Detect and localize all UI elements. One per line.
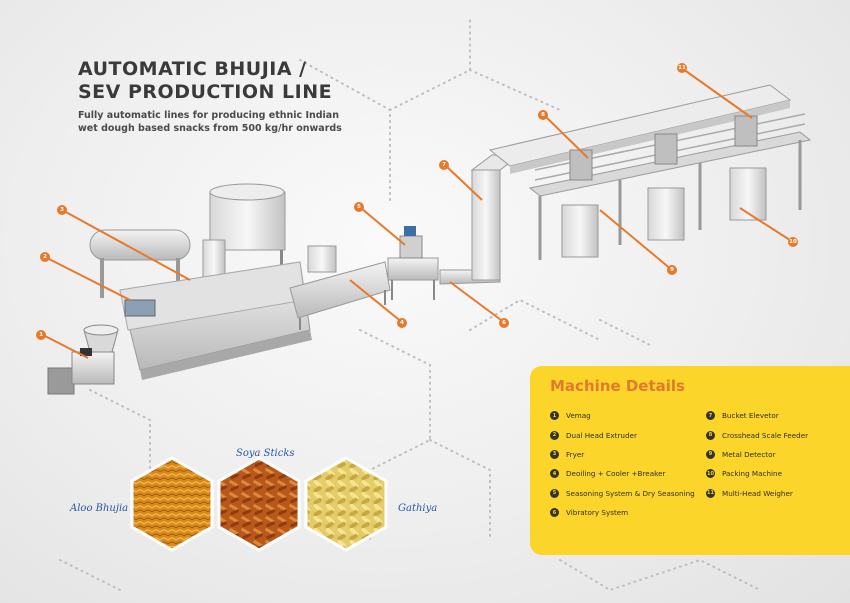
machine-item: 9 Metal Detector [706,445,808,464]
machine-number: 10 [706,469,715,479]
machine-list-right: 7 Bucket Elevetor 8 Crosshead Scale Feeder… [706,406,808,503]
machine-number: 1 [550,411,559,421]
machine-item: 1 Vemag [550,406,695,425]
gathiya-label: Gathiya [398,503,438,514]
machine-number: 5 [550,488,559,498]
machine-number: 2 [550,430,559,440]
fryer-machine [89,183,312,380]
callout-1: 1 [36,330,46,340]
machine-label: Metal Detector [722,449,776,459]
machine-label: Deoiling + Cooler +Breaker [566,469,666,479]
callout-4: 4 [397,318,407,328]
machine-number: 11 [706,488,715,498]
machine-details-heading: Machine Details [550,377,685,395]
machine-item: 6 Vibratory System [550,503,695,522]
callout-7: 7 [439,160,449,170]
callout-leader-lines [44,68,794,359]
packing-platform [528,113,812,260]
machine-label: Seasoning System & Dry Seasoning [566,488,695,498]
callout-3: 3 [57,205,67,215]
machine-label: Multi-Head Weigher [722,488,793,498]
machine-item: 7 Bucket Elevetor [706,406,808,425]
callout-9: 9 [667,265,677,275]
machine-item: 2 Dual Head Extruder [550,425,695,444]
seasoning-machine [387,226,439,300]
machine-number: 8 [706,430,715,440]
gathiya-image [304,456,388,552]
machine-label: Dual Head Extruder [566,430,637,440]
machine-item: 5 Seasoning System & Dry Seasoning [550,484,695,503]
title-line-2: SEV PRODUCTION LINE [78,81,333,103]
soya-sticks-label: Soya Sticks [236,448,295,459]
callout-10: 10 [788,237,798,247]
subtitle-line-2: wet dough based snacks from 500 kg/hr on… [78,123,342,134]
machine-label: Vibratory System [566,508,629,518]
callout-6: 6 [499,318,509,328]
soya-sticks-image [217,456,301,552]
machine-label: Packing Machine [722,469,783,479]
vemag-machine [47,324,119,395]
callout-5: 5 [354,202,364,212]
machine-item: 11 Multi-Head Weigher [706,484,808,503]
page-subtitle: Fully automatic lines for producing ethn… [78,109,378,135]
machine-label: Fryer [566,449,585,459]
machine-list-left: 1 Vemag 2 Dual Head Extruder 3 Fryer 4 Deoil… [550,406,695,522]
machine-details-panel: Machine Details 1 Vemag 2 Dual Head Extrud… [530,366,850,555]
machine-number: 4 [550,469,559,479]
aloo-bhujia-label: Aloo Bhujia [70,503,129,514]
machine-item: 10 Packing Machine [706,464,808,483]
machine-label: Crosshead Scale Feeder [722,430,809,440]
machine-number: 6 [550,508,559,518]
machine-number: 3 [550,449,559,459]
machine-label: Bucket Elevetor [722,411,779,421]
subtitle-line-1: Fully automatic lines for producing ethn… [78,110,339,121]
machine-item: 4 Deoiling + Cooler +Breaker [550,464,695,483]
machine-item: 3 Fryer [550,445,695,464]
deoiling-cooler-machine [289,245,391,330]
title-line-1: AUTOMATIC BHUJIA / [78,58,307,80]
machine-item: 8 Crosshead Scale Feeder [706,425,808,444]
page-title: AUTOMATIC BHUJIA / SEV PRODUCTION LINE [78,58,332,104]
machine-number: 7 [706,411,715,421]
machine-number: 9 [706,449,715,459]
aloo-bhujia-image [130,456,214,552]
callout-2: 2 [40,252,50,262]
machine-label: Vemag [566,411,591,421]
callout-8: 8 [538,110,548,120]
callout-11: 11 [677,63,687,73]
